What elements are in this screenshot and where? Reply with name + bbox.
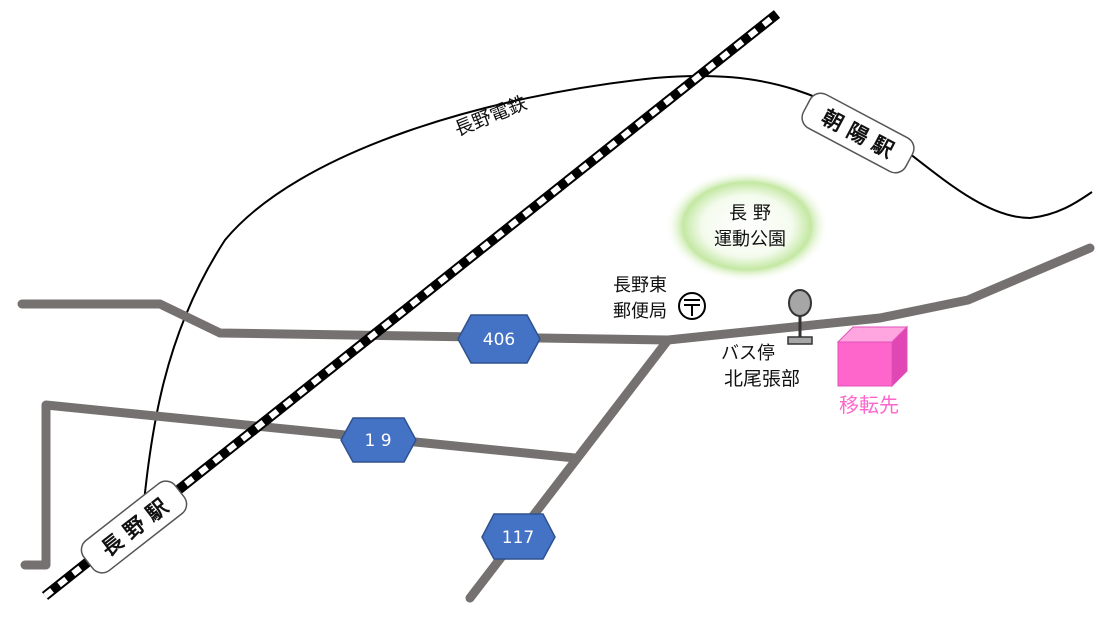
park-label-line1: 長 野 (729, 203, 771, 224)
road-19 (20, 400, 580, 570)
destination-marker[interactable] (836, 325, 909, 388)
nagano-dentetsu-label: 長野電鉄 (451, 92, 530, 141)
bus-stop-label-line1: バス停 (721, 343, 775, 364)
post-office-icon (678, 292, 706, 320)
bus-stop-label-line2: 北尾張部 (724, 368, 800, 390)
park-label-line2: 運動公園 (714, 229, 786, 250)
route-117-shield: 117 (481, 513, 556, 560)
park-area (665, 170, 829, 282)
asahi-station-sign[interactable]: 朝 陽 駅 (798, 89, 918, 177)
destination-label: 移転先 (839, 393, 899, 417)
route-19-label: 1 9 (364, 431, 391, 451)
route-406-shield: 406 (457, 314, 541, 364)
bus-stop-icon (787, 289, 813, 345)
roads (17, 243, 1095, 603)
route-117-label: 117 (502, 528, 534, 548)
route-406-label: 406 (483, 330, 515, 350)
route-19-shield: 1 9 (340, 417, 417, 463)
post-office-label-line2: 郵便局 (613, 301, 667, 322)
nagano-station-sign[interactable]: 長 野 駅 (77, 476, 192, 577)
nagano-dentetsu-line (139, 74, 1093, 541)
post-office-label-line1: 長野東 (613, 275, 667, 296)
